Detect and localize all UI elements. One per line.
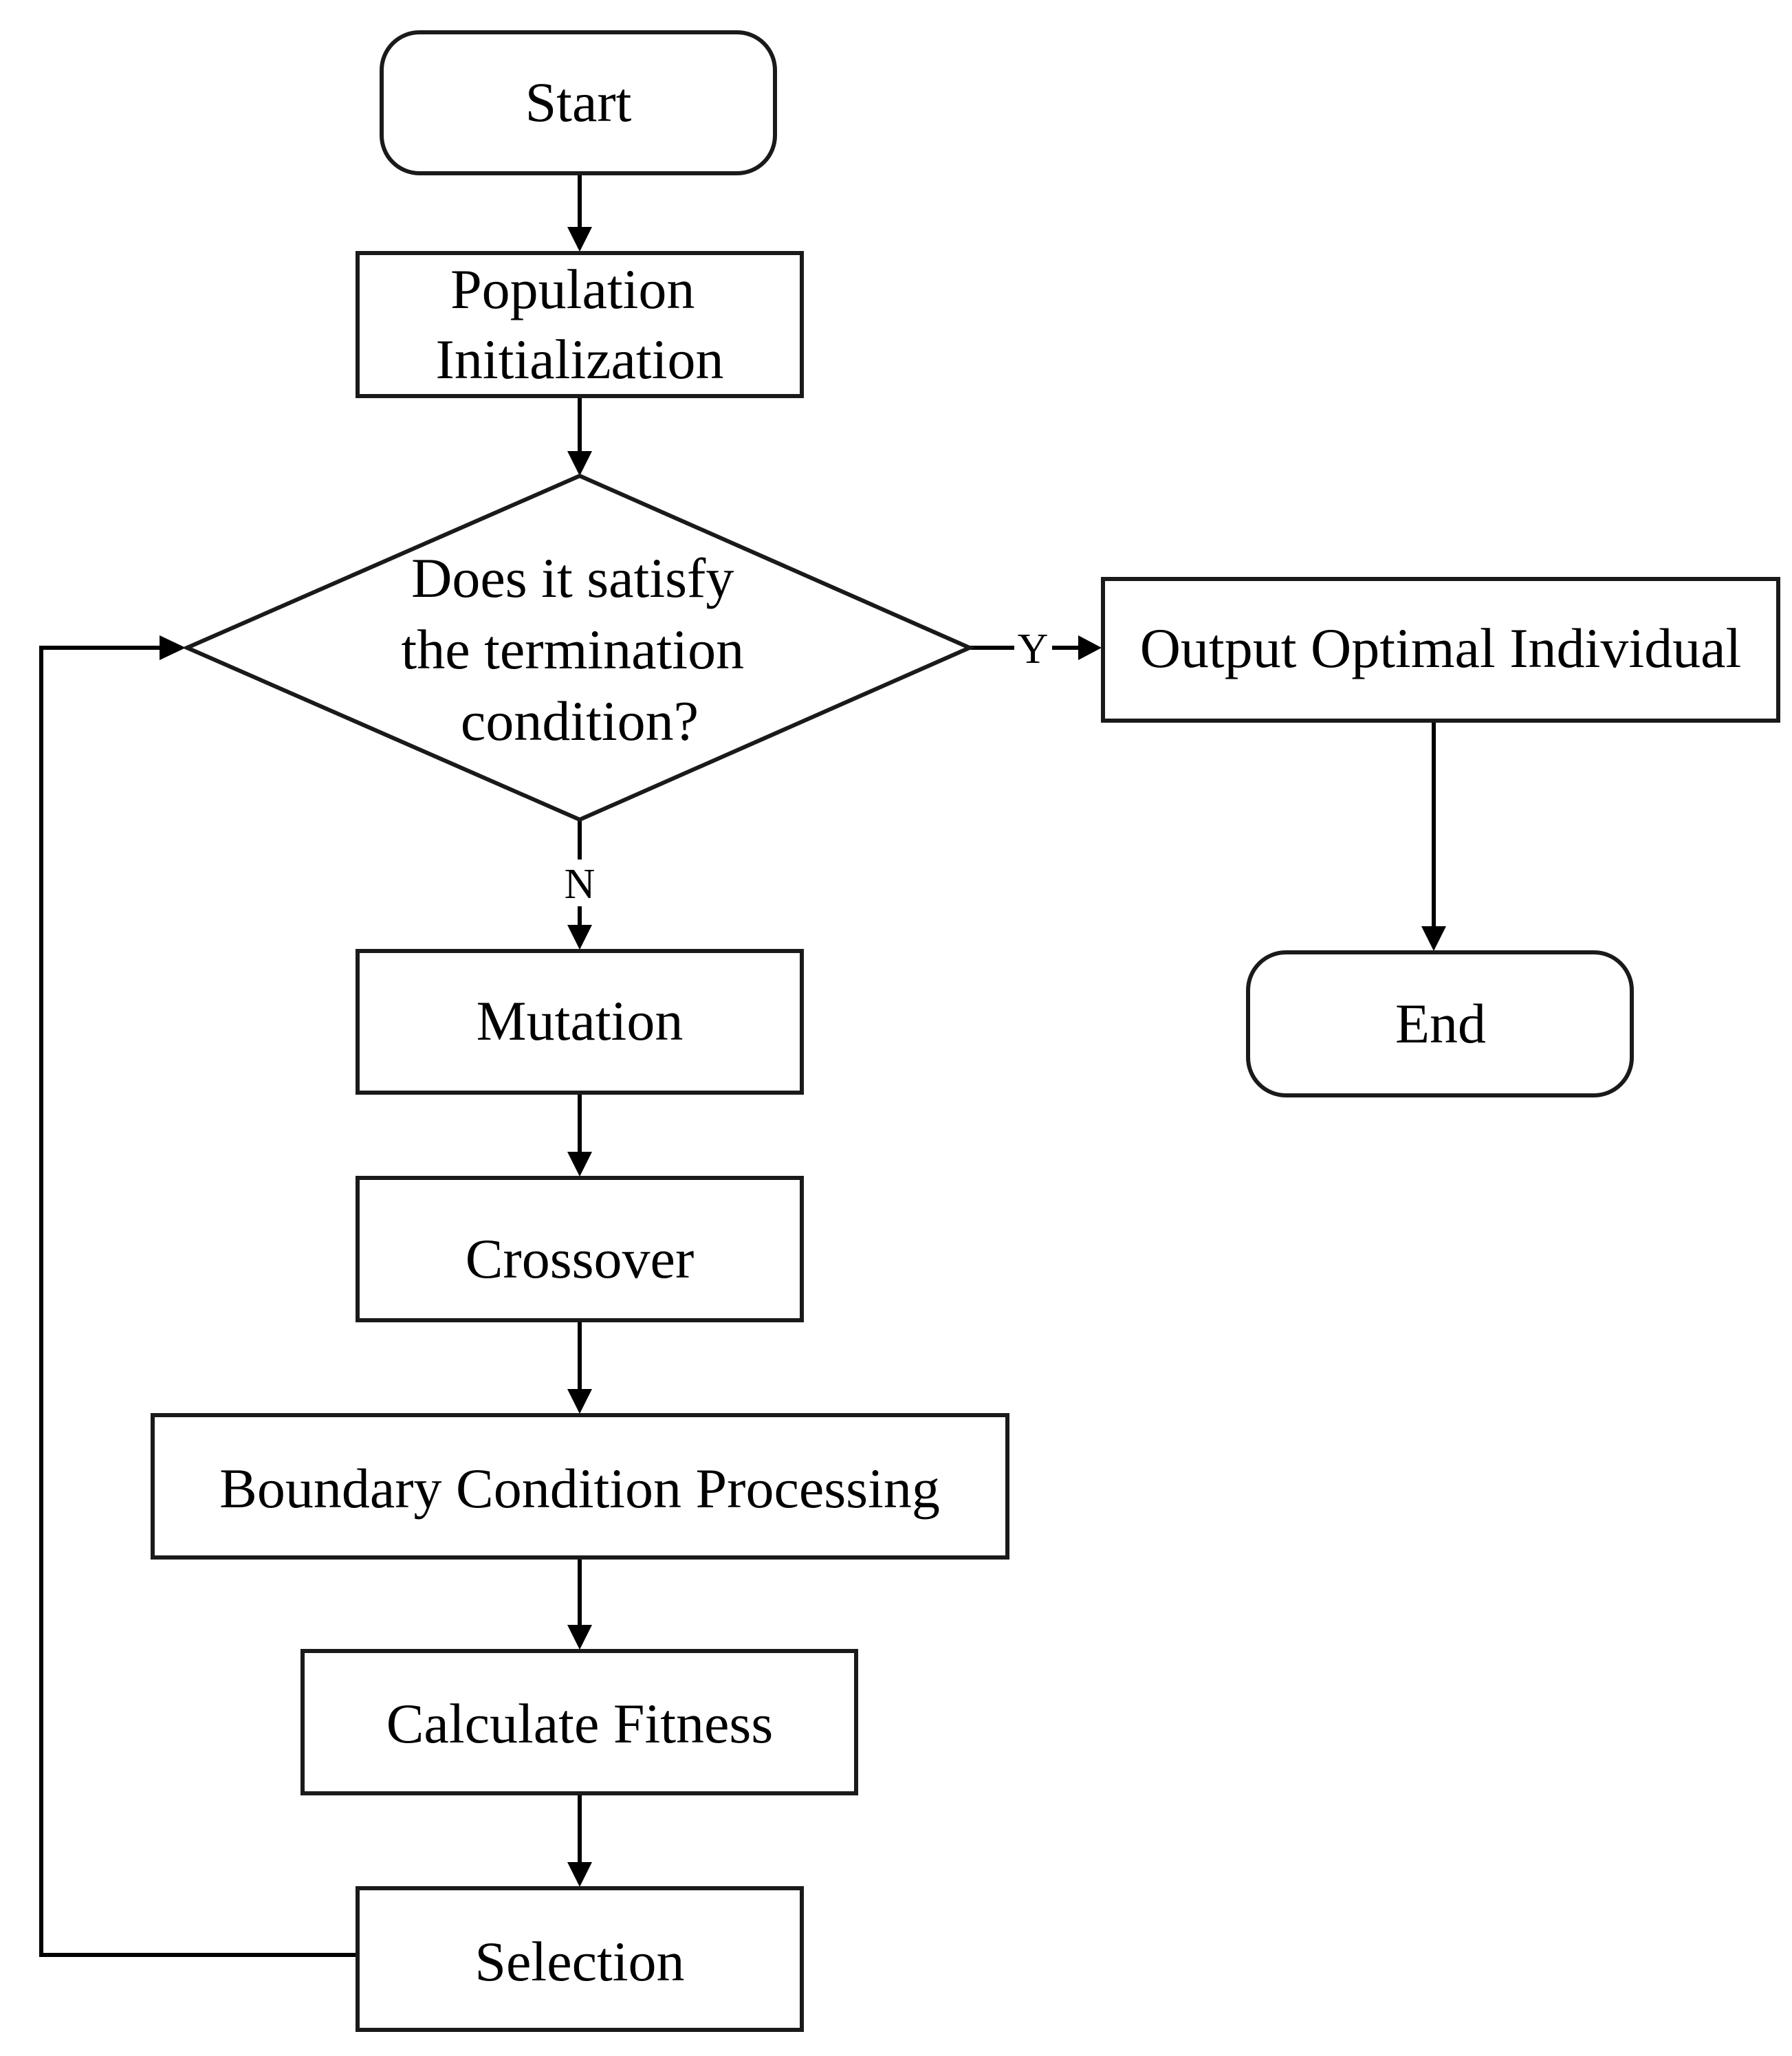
crossover-label: Crossover xyxy=(466,1227,695,1290)
start-label: Start xyxy=(525,71,632,133)
edge-label-yes: Y xyxy=(1018,626,1049,672)
mutation-shape xyxy=(356,949,804,1095)
connector-feedback-loop xyxy=(39,646,358,1957)
end-label: End xyxy=(1395,992,1486,1055)
edge-label-no: N xyxy=(565,861,595,908)
end-node: End xyxy=(1246,950,1634,1097)
end-shape xyxy=(1246,950,1634,1097)
output-optimal-label: Output Optimal Individual xyxy=(1140,617,1742,679)
connectors xyxy=(39,173,1446,1957)
start-shape xyxy=(380,30,777,175)
arrowhead-decision-top xyxy=(567,451,592,476)
termination-decision-line-2: the termination xyxy=(401,618,744,681)
termination-decision-label: Does it satisfy the termination conditio… xyxy=(401,547,758,752)
arrowhead-boundary xyxy=(567,1389,592,1414)
start-node: Start xyxy=(380,30,777,175)
mutation-label: Mutation xyxy=(477,989,684,1052)
termination-decision-shape xyxy=(182,473,975,822)
output-optimal-shape xyxy=(1101,577,1780,723)
output-optimal-node: Output Optimal Individual xyxy=(1101,577,1780,723)
termination-decision-node: Does it satisfy the termination conditio… xyxy=(182,473,975,822)
boundary-processing-node: Boundary Condition Processing xyxy=(151,1413,1009,1560)
arrowhead-selection xyxy=(567,1862,592,1887)
arrowhead-mutation xyxy=(567,925,592,950)
population-init-line-1: Population xyxy=(450,258,695,320)
population-init-shape xyxy=(356,251,804,398)
termination-decision-line-1: Does it satisfy xyxy=(411,547,734,609)
selection-node: Selection xyxy=(356,1886,804,2032)
crossover-shape xyxy=(356,1176,804,1322)
boundary-processing-shape xyxy=(151,1413,1009,1560)
arrowhead-output xyxy=(1078,635,1102,660)
calculate-fitness-label: Calculate Fitness xyxy=(386,1692,774,1755)
calculate-fitness-shape xyxy=(301,1649,858,1795)
arrowhead-end xyxy=(1421,926,1446,951)
crossover-node: Crossover xyxy=(356,1176,804,1322)
selection-label: Selection xyxy=(474,1930,684,1993)
boundary-processing-label: Boundary Condition Processing xyxy=(219,1457,940,1520)
population-init-label: Population Initialization xyxy=(436,258,724,391)
arrowhead-init xyxy=(567,227,592,252)
arrowhead-crossover xyxy=(567,1152,592,1177)
arrowhead-fitness xyxy=(567,1625,592,1650)
calculate-fitness-node: Calculate Fitness xyxy=(301,1649,858,1795)
population-init-line-2: Initialization xyxy=(436,328,724,391)
population-init-node: Population Initialization xyxy=(356,251,804,398)
termination-decision-line-3: condition? xyxy=(461,690,699,752)
arrowhead-feedback xyxy=(160,635,186,660)
selection-shape xyxy=(356,1886,804,2032)
mutation-node: Mutation xyxy=(356,949,804,1095)
